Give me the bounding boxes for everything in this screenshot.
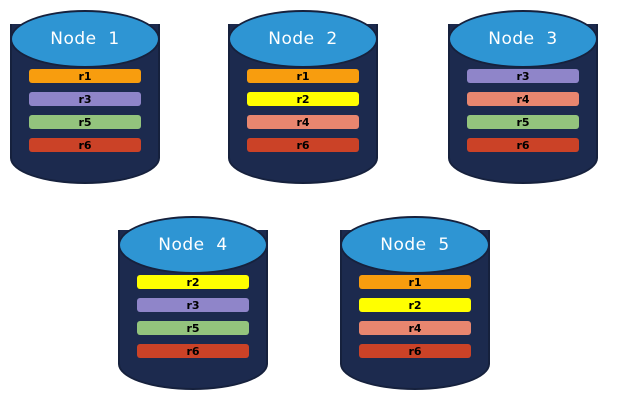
- replica-list: r1 r3 r5 r6: [29, 69, 141, 152]
- replica-list: r3 r4 r5 r6: [467, 69, 579, 152]
- replica-label: r2: [296, 92, 310, 106]
- replica-label: r3: [186, 298, 200, 312]
- replica-bar-r3[interactable]: r3: [29, 92, 141, 106]
- replica-bar-r6[interactable]: r6: [29, 138, 141, 152]
- replica-bar-r3[interactable]: r3: [467, 69, 579, 83]
- replica-bar-r4[interactable]: r4: [467, 92, 579, 106]
- database-node-1[interactable]: Node 1 r1 r3 r5 r6: [10, 6, 160, 191]
- replica-list: r1 r2 r4 r6: [247, 69, 359, 152]
- replica-bar-r4[interactable]: r4: [359, 321, 471, 335]
- node-title: Node 2: [268, 28, 338, 49]
- replica-bar-r2[interactable]: r2: [359, 298, 471, 312]
- replica-label: r6: [78, 138, 92, 152]
- replica-bar-r4[interactable]: r4: [247, 115, 359, 129]
- replica-label: r3: [516, 69, 530, 83]
- replica-bar-r1[interactable]: r1: [359, 275, 471, 289]
- replica-bar-r5[interactable]: r5: [467, 115, 579, 129]
- replica-bar-r1[interactable]: r1: [29, 69, 141, 83]
- replica-list: r1 r2 r4 r6: [359, 275, 471, 358]
- replica-label: r4: [296, 115, 310, 129]
- replica-label: r1: [296, 69, 310, 83]
- replica-bar-r5[interactable]: r5: [29, 115, 141, 129]
- replica-bar-r6[interactable]: r6: [247, 138, 359, 152]
- replica-list: r2 r3 r5 r6: [137, 275, 249, 358]
- cylinder-top-ellipse: Node 2: [228, 10, 378, 68]
- replica-label: r6: [296, 138, 310, 152]
- replica-label: r5: [78, 115, 92, 129]
- replica-label: r5: [516, 115, 530, 129]
- replica-bar-r1[interactable]: r1: [247, 69, 359, 83]
- node-title: Node 3: [488, 28, 558, 49]
- replica-label: r4: [516, 92, 530, 106]
- replica-label: r4: [408, 321, 422, 335]
- replica-bar-r6[interactable]: r6: [467, 138, 579, 152]
- replica-bar-r6[interactable]: r6: [137, 344, 249, 358]
- database-node-5[interactable]: Node 5 r1 r2 r4 r6: [340, 212, 490, 397]
- replica-label: r1: [408, 275, 422, 289]
- cylinder-top-ellipse: Node 1: [10, 10, 160, 68]
- replica-bar-r3[interactable]: r3: [137, 298, 249, 312]
- replica-bar-r2[interactable]: r2: [137, 275, 249, 289]
- database-node-2[interactable]: Node 2 r1 r2 r4 r6: [228, 6, 378, 191]
- replica-label: r5: [186, 321, 200, 335]
- database-node-3[interactable]: Node 3 r3 r4 r5 r6: [448, 6, 598, 191]
- node-title: Node 4: [158, 234, 228, 255]
- replica-label: r2: [186, 275, 200, 289]
- replica-label: r6: [408, 344, 422, 358]
- cylinder-top-ellipse: Node 5: [340, 216, 490, 274]
- replica-bar-r2[interactable]: r2: [247, 92, 359, 106]
- replica-label: r6: [186, 344, 200, 358]
- replica-bar-r5[interactable]: r5: [137, 321, 249, 335]
- replica-label: r2: [408, 298, 422, 312]
- node-title: Node 5: [380, 234, 450, 255]
- cylinder-top-ellipse: Node 4: [118, 216, 268, 274]
- database-node-4[interactable]: Node 4 r2 r3 r5 r6: [118, 212, 268, 397]
- replica-bar-r6[interactable]: r6: [359, 344, 471, 358]
- replica-label: r3: [78, 92, 92, 106]
- cylinder-top-ellipse: Node 3: [448, 10, 598, 68]
- node-title: Node 1: [50, 28, 120, 49]
- replica-label: r6: [516, 138, 530, 152]
- replica-label: r1: [78, 69, 92, 83]
